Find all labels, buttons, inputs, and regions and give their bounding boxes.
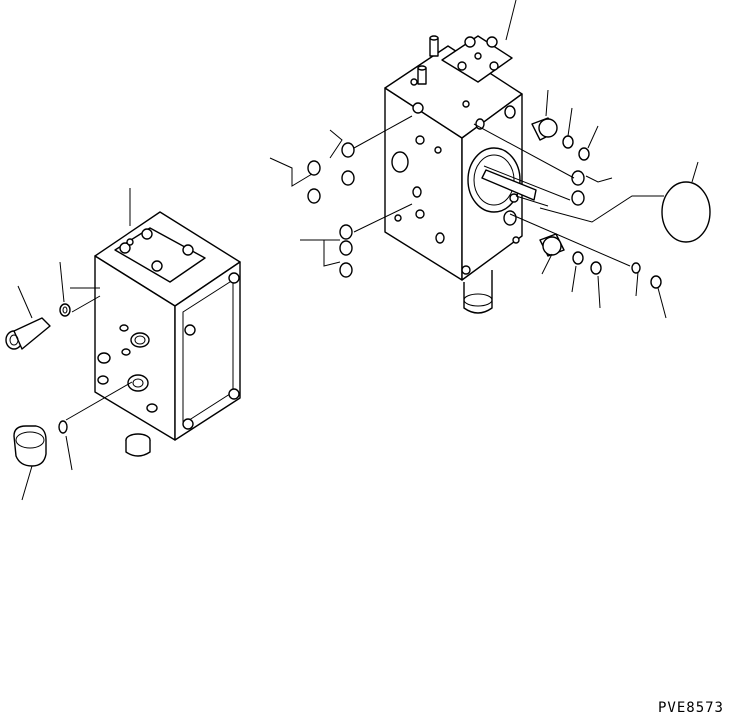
right-fittings-right [531,117,711,289]
left-leader-lines [17,188,133,501]
drawing-code: PVE8573 [657,700,724,716]
left-socket-bolt [5,317,51,350]
right-o-rings-left [307,142,355,278]
left-washer [59,303,71,317]
right-valve-body [384,35,523,314]
right-valve-assembly [269,0,711,319]
left-valve-assembly [5,188,241,501]
left-valve-body [94,211,241,457]
left-o-ring [58,420,68,434]
left-plug [13,425,47,467]
right-leader-lines [269,0,699,319]
right-spool-rod [481,169,537,201]
